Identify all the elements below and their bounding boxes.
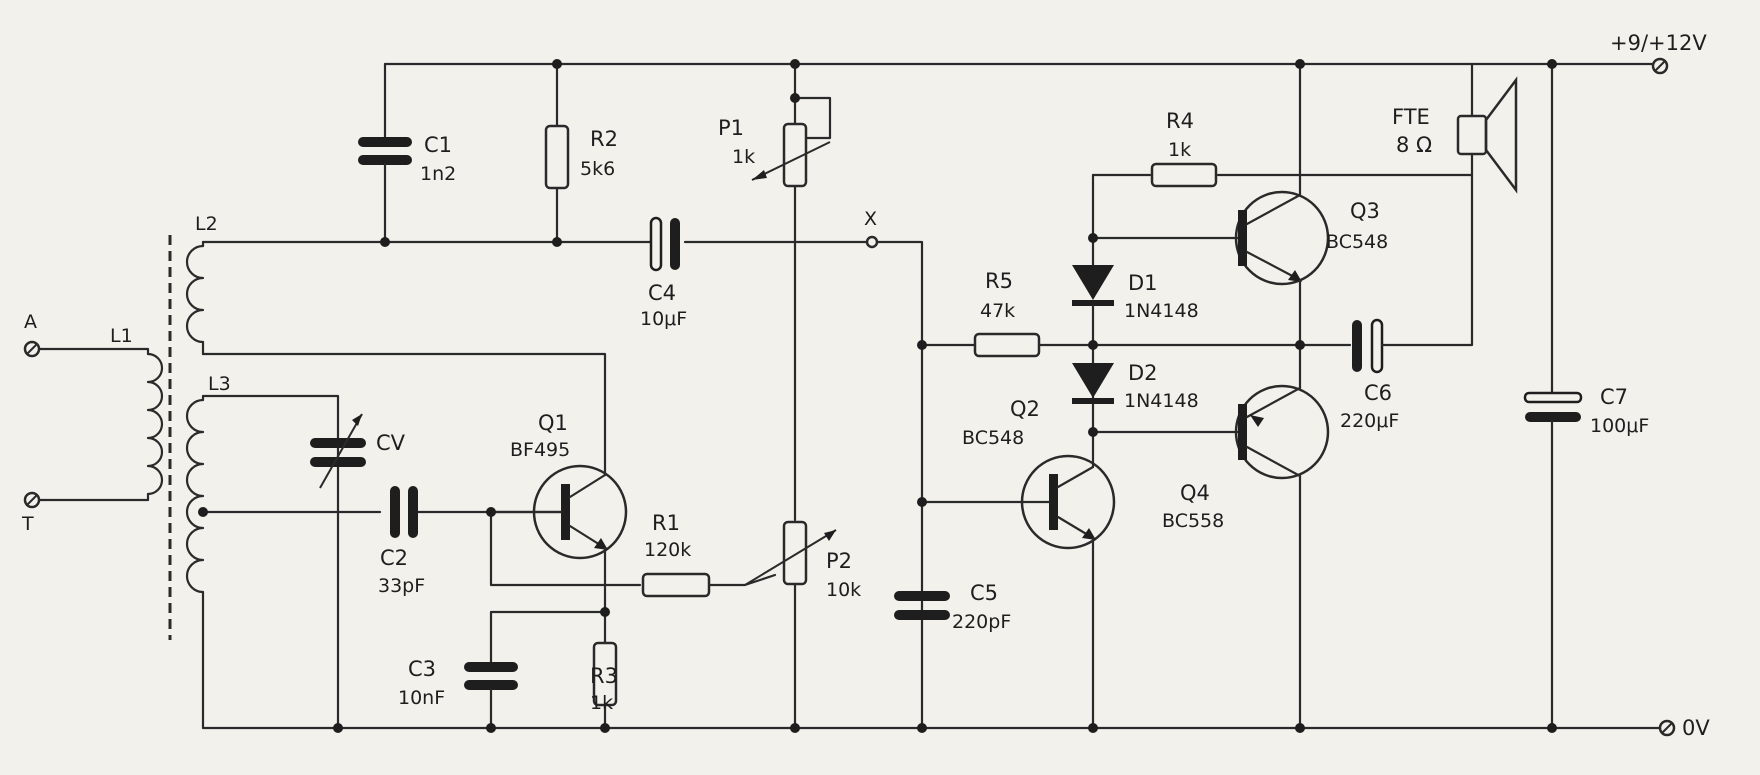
q1-transistor [489,433,628,642]
l2-label: L2 [195,213,218,235]
d1-ref: D1 [1128,271,1158,295]
q4-transistor [1234,384,1330,730]
d1-value: 1N4148 [1124,300,1199,322]
c7-capacitor [1523,62,1583,730]
speaker-value: 8 Ω [1396,133,1432,157]
r3-resistor [592,638,618,730]
ground-terminal[interactable] [23,491,41,509]
cv-variable-capacitor [310,413,366,489]
p1-potentiometer [751,62,832,730]
l3-coil [185,398,205,708]
r2-ref: R2 [590,127,618,151]
r5-resistor [920,332,1352,358]
p2-value: 10k [826,579,861,601]
q1-value: BF495 [510,439,570,461]
p2-potentiometer [744,520,837,586]
c2-ref: C2 [380,546,408,570]
supply-label: +9/+12V [1610,31,1707,55]
c2-value: 33pF [378,575,425,597]
c1-ref: C1 [424,133,452,157]
speaker-ref: FTE [1392,105,1430,129]
d1-diode [1072,173,1114,365]
q4-value: BC558 [1162,510,1224,532]
r5-value: 47k [980,300,1015,322]
supply-terminal[interactable] [1651,57,1669,75]
junction-nodes [198,59,1557,733]
c4-ref: C4 [648,281,676,305]
c4-capacitor [649,216,680,272]
node-x-label: X [864,208,877,230]
c3-value: 10nF [398,687,445,709]
q1-bias-wire [489,510,777,587]
speaker [1456,62,1518,194]
r1-value: 120k [644,539,691,561]
r4-resistor [1150,162,1218,188]
r4-ref: R4 [1166,109,1194,133]
c1-value: 1n2 [420,163,456,185]
q3-value: BC548 [1326,231,1388,253]
q1-ref: Q1 [538,411,568,435]
c5-value: 220pF [952,611,1011,633]
c2-capacitor [390,486,418,538]
c5-ref: C5 [970,581,998,605]
c7-ref: C7 [1600,385,1628,409]
c6-ref: C6 [1364,381,1392,405]
c5-capacitor [894,591,950,620]
zero-volt-label: 0V [1682,716,1710,740]
c7-value: 100μF [1590,415,1649,437]
antenna-label: A [24,311,37,333]
zero-volt-terminal[interactable] [1658,719,1676,737]
q2-value: BC548 [962,427,1024,449]
c1-capacitor [358,62,412,244]
ground-terminal-label: T [21,513,34,535]
r3-ref: R3 [590,664,618,688]
l1-label: L1 [110,325,133,347]
r4-value: 1k [1168,139,1191,161]
output-bias-wires [1091,173,1474,434]
r2-resistor [544,62,570,244]
q3-transistor [1234,62,1330,390]
l2-coil [185,240,205,356]
q3-ref: Q3 [1350,199,1380,223]
c6-capacitor [1352,173,1474,374]
c3-ref: C3 [408,657,436,681]
l3-label: L3 [208,373,231,395]
c3-capacitor [464,610,607,730]
r2-value: 5k6 [580,158,615,180]
l2-output-wire [201,240,872,730]
cv-label: CV [376,431,406,455]
p2-ref: P2 [826,549,852,573]
q2-ref: Q2 [1010,397,1040,421]
q2-transistor [920,383,1116,730]
d2-ref: D2 [1128,361,1158,385]
ground-rail [201,704,1662,730]
r1-ref: R1 [652,511,680,535]
d2-diode [1072,363,1114,404]
q4-ref: Q4 [1180,481,1210,505]
p1-value: 1k [732,146,755,168]
d2-value: 1N4148 [1124,390,1199,412]
p1-ref: P1 [718,116,744,140]
c6-value: 220μF [1340,410,1399,432]
r5-ref: R5 [985,269,1013,293]
c4-value: 10μF [640,308,687,330]
r1-resistor [641,572,711,598]
node-x [865,235,924,730]
l1-coil [37,347,164,502]
antenna-terminal[interactable] [23,340,41,358]
r3-value: 1k [590,692,613,714]
